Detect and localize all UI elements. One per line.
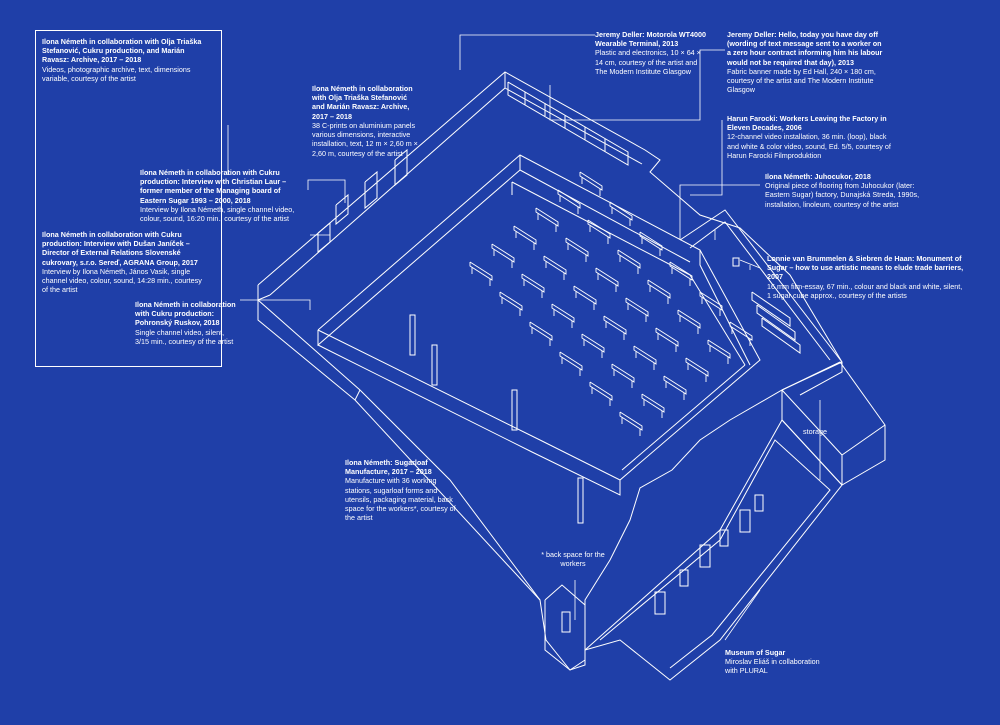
archive-panels xyxy=(317,148,408,254)
working-station xyxy=(521,273,545,293)
back-space xyxy=(544,584,586,671)
storage-room xyxy=(781,361,886,486)
label-body: Single channel video, silent, 3/15 min.,… xyxy=(135,327,234,346)
label-body: Manufacture with 36 working stations, su… xyxy=(345,476,456,523)
label-title: Ilona Németh: Sugarloaf Manufacture, 201… xyxy=(345,458,432,477)
museum-wing xyxy=(584,419,843,681)
archive-frame xyxy=(35,30,222,367)
label-title: Museum of Sugar xyxy=(725,648,786,657)
label-farocki: Harun Farocki: Workers Leaving the Facto… xyxy=(727,114,897,160)
label-interview-janicek: Ilona Németh in collaboration with Cukru… xyxy=(42,230,202,295)
working-station xyxy=(579,171,603,191)
working-station xyxy=(663,375,687,395)
working-station xyxy=(677,309,701,329)
working-station xyxy=(699,291,723,311)
working-station xyxy=(611,363,635,383)
label-body: Fabric banner made by Ed Hall, 240 × 180… xyxy=(727,66,876,95)
label-title: Ilona Németh in collaboration with Cukru… xyxy=(140,168,287,205)
working-station xyxy=(619,411,643,431)
working-station xyxy=(655,327,679,347)
main-hall-walls xyxy=(257,71,843,671)
label-body: Miroslav Eliáš in collaboration with PLU… xyxy=(725,657,820,676)
working-station xyxy=(469,261,493,281)
label-storage: storage xyxy=(803,427,827,436)
working-station xyxy=(587,219,611,239)
label-brummelen: Lonnie van Brummelen & Siebren de Haan: … xyxy=(767,254,967,300)
label-pohronsky: Ilona Németh in collaboration with Cukru… xyxy=(135,300,240,346)
working-station xyxy=(535,207,559,227)
label-title: Ilona Németh in collaboration with Cukru… xyxy=(42,230,198,267)
label-deller-motorola: Jeremy Deller: Motorola WT4000 Wearable … xyxy=(595,30,707,76)
label-back-space: * back space for the workers xyxy=(541,550,605,569)
label-body: Interview by Ilona Németh, János Vasik, … xyxy=(42,266,202,295)
label-title: Harun Farocki: Workers Leaving the Facto… xyxy=(727,114,887,133)
working-station xyxy=(573,285,597,305)
working-station xyxy=(685,357,709,377)
label-title: Ilona Németh: Juhocukor, 2018 xyxy=(765,172,871,181)
working-station xyxy=(729,321,753,341)
working-station xyxy=(551,303,575,323)
working-station xyxy=(589,381,613,401)
columns xyxy=(409,314,584,524)
working-station xyxy=(559,351,583,371)
working-station xyxy=(595,267,619,287)
working-station xyxy=(529,321,553,341)
working-station xyxy=(499,291,523,311)
label-sugarloaf: Ilona Németh: Sugarloaf Manufacture, 201… xyxy=(345,458,457,523)
label-juhocukor: Ilona Németh: Juhocukor, 2018 Original p… xyxy=(765,172,925,209)
label-body: 16 mm film-essay, 67 min., colour and bl… xyxy=(767,281,963,300)
label-body: Plastic and electronics, 10 × 64 × 14 cm… xyxy=(595,48,701,76)
working-station xyxy=(609,201,633,221)
label-title: Ilona Németh in collaboration with Olja … xyxy=(312,84,413,121)
label-body: Interview by Ilona Németh, single channe… xyxy=(140,204,295,224)
label-archive-center: Ilona Németh in collaboration with Olja … xyxy=(312,84,420,158)
working-station xyxy=(603,315,627,335)
working-station xyxy=(625,297,649,317)
label-museum: Museum of Sugar Miroslav Eliáš in collab… xyxy=(725,648,825,676)
label-body: 38 C-prints on aluminium panels various … xyxy=(312,120,418,158)
label-body: 12-channel video installation, 36 min. (… xyxy=(727,132,891,160)
label-archive-left: Ilona Németh in collaboration with Olja … xyxy=(42,37,212,83)
manufacture-room xyxy=(317,154,761,496)
working-station xyxy=(669,261,693,281)
label-body: Videos, photographic archive, text, dime… xyxy=(42,64,191,83)
working-station xyxy=(633,345,657,365)
label-deller-banner: Jeremy Deller: Hello, today you have day… xyxy=(727,30,887,95)
right-wing xyxy=(679,209,843,396)
working-station xyxy=(557,189,581,209)
working-station xyxy=(707,339,731,359)
working-station xyxy=(617,249,641,269)
label-title: Ilona Németh in collaboration with Olja … xyxy=(42,37,202,65)
label-title: Lonnie van Brummelen & Siebren de Haan: … xyxy=(767,254,964,282)
label-body: Original piece of flooring from Juhocuko… xyxy=(765,181,920,209)
label-title: Jeremy Deller: Motorola WT4000 Wearable … xyxy=(595,30,707,49)
working-station xyxy=(543,255,567,275)
working-station xyxy=(491,243,515,263)
working-station xyxy=(647,279,671,299)
working-station xyxy=(641,393,665,413)
deller-banner xyxy=(507,81,629,166)
label-title: Jeremy Deller: Hello, today you have day… xyxy=(727,30,883,67)
working-stations xyxy=(469,171,753,436)
working-station xyxy=(565,237,589,257)
leader-lines xyxy=(227,34,821,641)
label-title: Ilona Németh in collaboration with Cukru… xyxy=(135,300,236,328)
label-interview-laur: Ilona Németh in collaboration with Cukru… xyxy=(140,168,305,223)
working-station xyxy=(581,333,605,353)
working-station xyxy=(513,225,537,245)
working-station xyxy=(639,231,663,251)
